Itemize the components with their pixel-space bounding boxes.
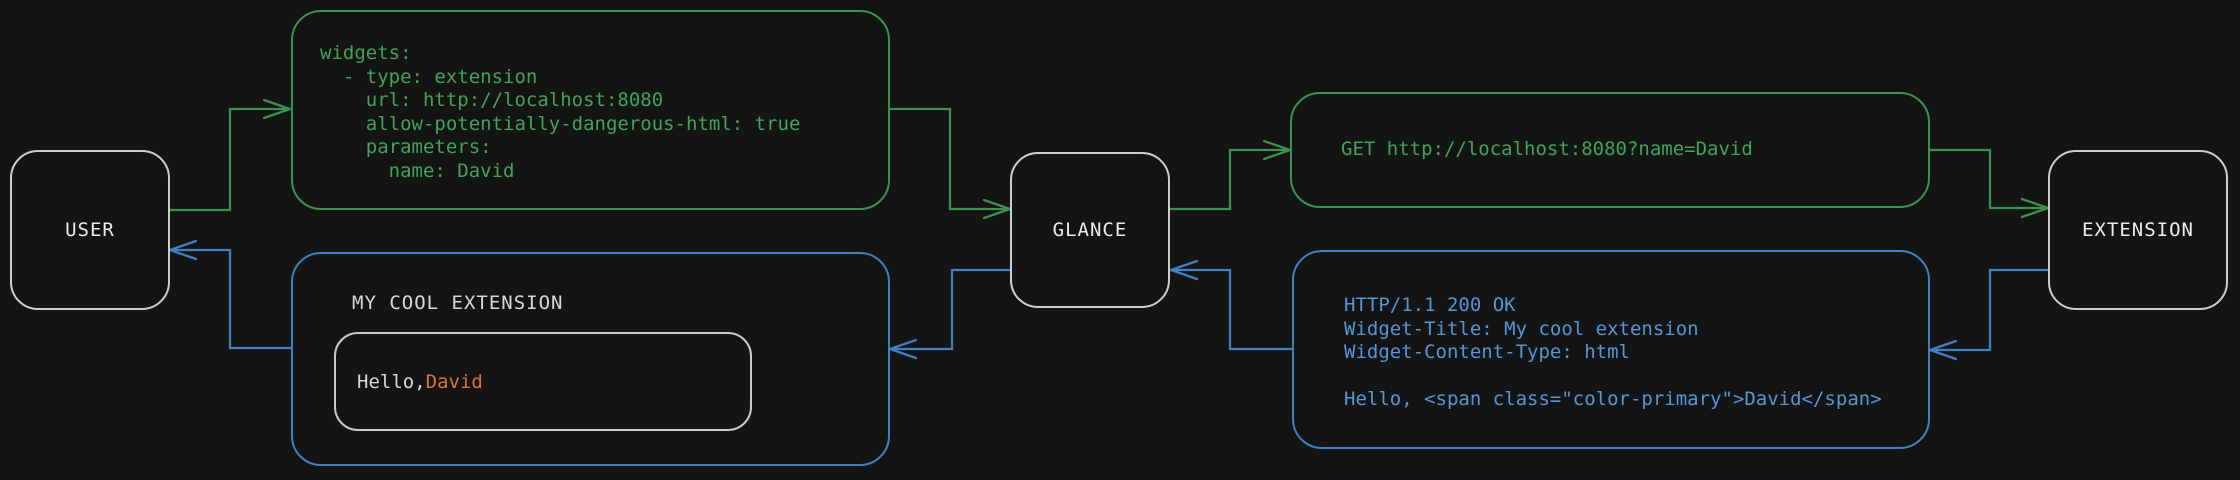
rendered-widget-box: MY COOL EXTENSION Hello, David <box>291 252 890 466</box>
greeting-prefix: Hello, <box>357 370 426 393</box>
http-request-code: GET http://localhost:8080?name=David <box>1341 138 1753 161</box>
arrowhead-response-to-glance <box>1169 259 1199 281</box>
arrowhead-user-to-config <box>262 98 292 120</box>
node-extension: EXTENSION <box>2048 150 2228 310</box>
node-user: USER <box>10 150 170 310</box>
arrowhead-widget-to-user <box>168 239 198 261</box>
http-request-box: GET http://localhost:8080?name=David <box>1290 92 1930 208</box>
http-response-code: HTTP/1.1 200 OK Widget-Title: My cool ex… <box>1344 294 1882 410</box>
arrowhead-config-to-glance <box>982 198 1012 220</box>
connector-widget-to-user <box>168 248 293 350</box>
node-glance: GLANCE <box>1010 152 1170 308</box>
widget-title: MY COOL EXTENSION <box>352 292 564 314</box>
connector-user-to-config <box>168 107 292 212</box>
arrowhead-extension-to-response <box>1928 339 1958 361</box>
config-yaml-code: widgets: - type: extension url: http://l… <box>320 42 801 182</box>
arrowhead-request-to-extension <box>2020 197 2050 219</box>
arrowhead-glance-to-request <box>1262 139 1292 161</box>
connector-request-to-extension <box>1928 148 2050 210</box>
connector-response-to-glance <box>1169 268 1294 351</box>
arrowhead-glance-to-widget <box>888 338 918 360</box>
node-extension-label: EXTENSION <box>2082 219 2194 241</box>
node-user-label: USER <box>65 219 115 241</box>
connector-glance-to-widget <box>888 268 1012 351</box>
greeting-name: David <box>425 370 483 393</box>
connector-glance-to-request <box>1169 148 1292 211</box>
widget-greeting-frame: Hello, David <box>334 332 752 431</box>
node-glance-label: GLANCE <box>1052 219 1128 241</box>
config-yaml-box: widgets: - type: extension url: http://l… <box>291 10 890 210</box>
http-response-box: HTTP/1.1 200 OK Widget-Title: My cool ex… <box>1292 250 1930 449</box>
connector-config-to-glance <box>888 107 1012 211</box>
connector-extension-to-response <box>1928 268 2050 352</box>
